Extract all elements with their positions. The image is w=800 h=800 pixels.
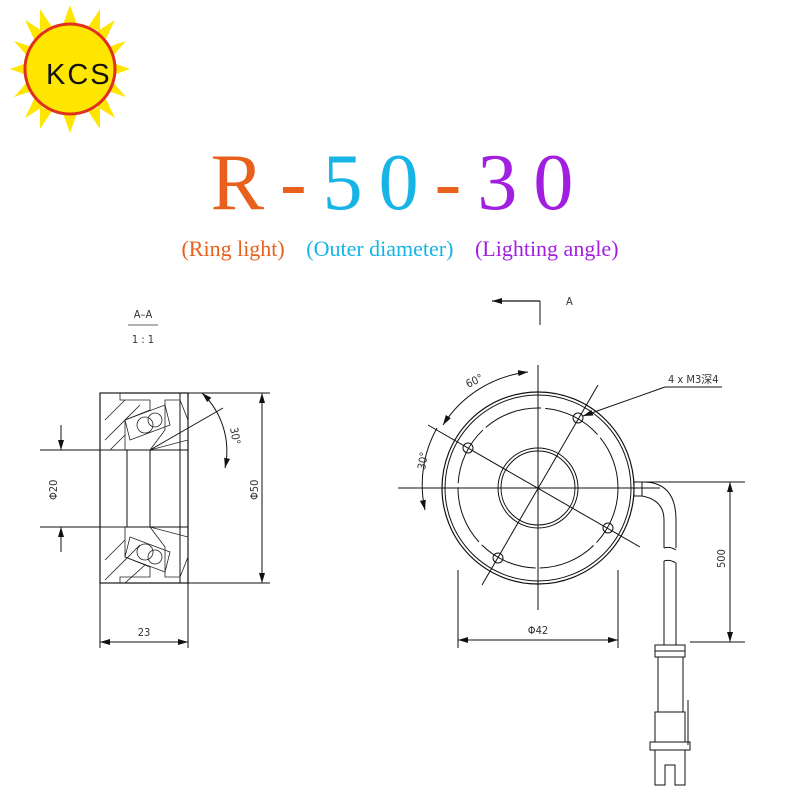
sun-logo-icon — [10, 5, 130, 133]
mount-diameter-dim: Φ42 — [528, 624, 548, 637]
logo-text: KCS — [46, 59, 112, 91]
inner-diameter-dim: Φ20 — [47, 480, 60, 500]
outer-diameter-dim: Φ50 — [248, 480, 261, 500]
title-dash: - — [280, 139, 323, 227]
model-legend: (Ring light) (Outer diameter) (Lighting … — [0, 236, 800, 262]
title-type: R — [210, 139, 281, 227]
legend-ring-light: (Ring light) — [181, 236, 285, 261]
mounting-holes — [462, 412, 614, 564]
cable — [633, 481, 691, 786]
section-marker: A — [566, 295, 573, 308]
section-label: A–A — [134, 308, 153, 321]
cable-length-dim: 500 — [715, 549, 728, 568]
front-view: A 60° 30° 4 x M3深4 Φ42 — [398, 295, 745, 786]
scale-label: 1 : 1 — [132, 333, 154, 346]
width-dim: 23 — [138, 626, 151, 639]
section-view: A–A 1 : 1 30° Φ20 — [40, 308, 270, 648]
kcs-logo: KCS — [10, 5, 130, 133]
legend-outer-diameter: (Outer diameter) — [306, 236, 454, 261]
hole-spec-callout: 4 x M3深4 — [668, 373, 719, 386]
model-title: R-50-30 — [0, 138, 800, 229]
title-diameter: 50 — [322, 139, 435, 227]
legend-lighting-angle: (Lighting angle) — [474, 236, 619, 261]
beam-angle-dim: 30° — [227, 426, 243, 446]
title-dash: - — [434, 139, 478, 227]
title-angle: 30 — [477, 139, 590, 227]
hole-offset-angle-dim: 30° — [415, 451, 431, 471]
